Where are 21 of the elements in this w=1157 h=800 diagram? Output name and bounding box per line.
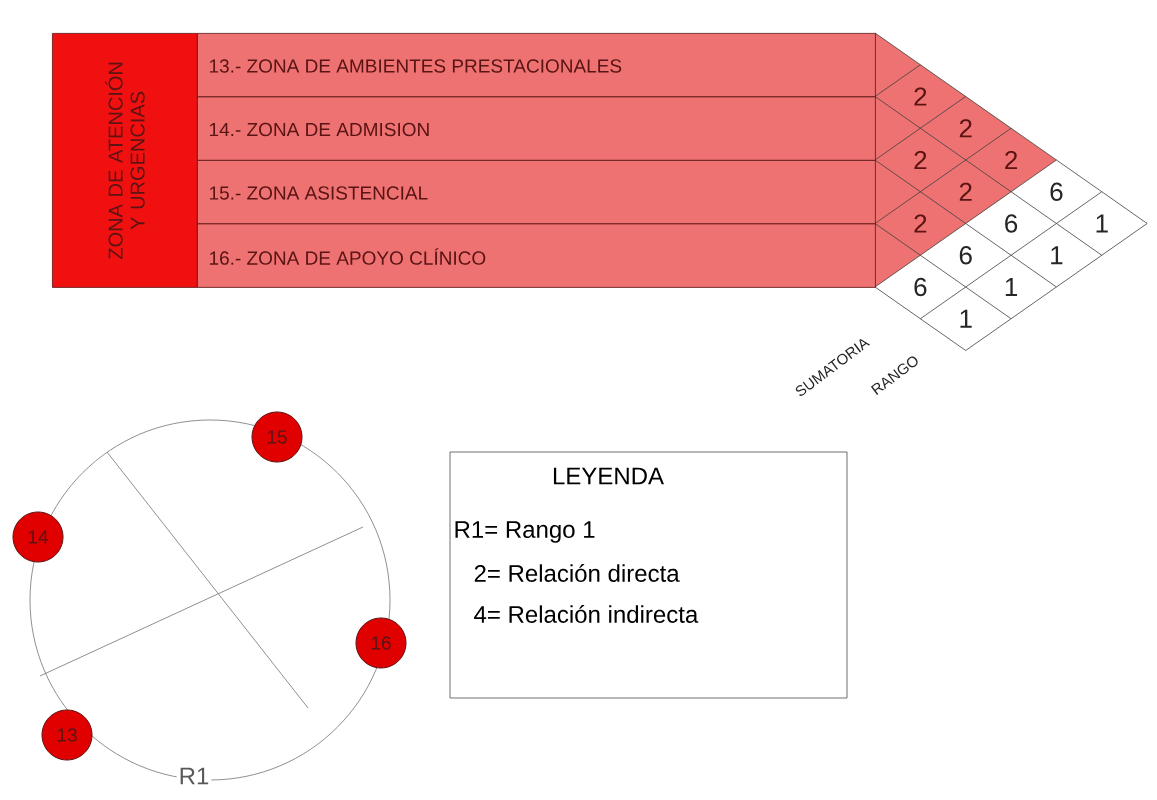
matrix-value: 1 bbox=[960, 309, 972, 328]
zone-row: 14.- ZONA DE ADMISION bbox=[197, 96, 876, 161]
matrix-value: 6 bbox=[1005, 214, 1018, 233]
matrix-value: 2 bbox=[914, 150, 927, 170]
ring-label: R1 bbox=[176, 765, 212, 787]
legend-box: LEYENDA R1= Rango 1 2= Relación directa 4= Relación indirecta bbox=[449, 451, 848, 699]
matrix-value: 2 bbox=[1005, 150, 1017, 170]
matrix-value: 2 bbox=[959, 182, 972, 201]
matrix-value: 6 bbox=[959, 246, 972, 265]
matrix-value: 6 bbox=[1050, 182, 1063, 201]
zone-row: 15.- ZONA ASISTENCIAL bbox=[197, 160, 876, 225]
matrix-value: 1 bbox=[1051, 246, 1063, 265]
matrix-value: 1 bbox=[1096, 214, 1108, 233]
zone-row: 16.- ZONA DE APOYO CLÍNICO bbox=[197, 223, 876, 288]
zone-band: ZONA DE ATENCIÓN Y URGENCIAS bbox=[52, 33, 198, 288]
matrix-value: 2 bbox=[959, 119, 972, 138]
zone-row: 13.- ZONA DE AMBIENTES PRESTACIONALES bbox=[197, 33, 876, 98]
matrix-value: 2 bbox=[914, 214, 927, 233]
matrix-value: 2 bbox=[914, 87, 927, 106]
matrix-value: 1 bbox=[1005, 278, 1018, 296]
matrix-value: 6 bbox=[914, 277, 927, 297]
